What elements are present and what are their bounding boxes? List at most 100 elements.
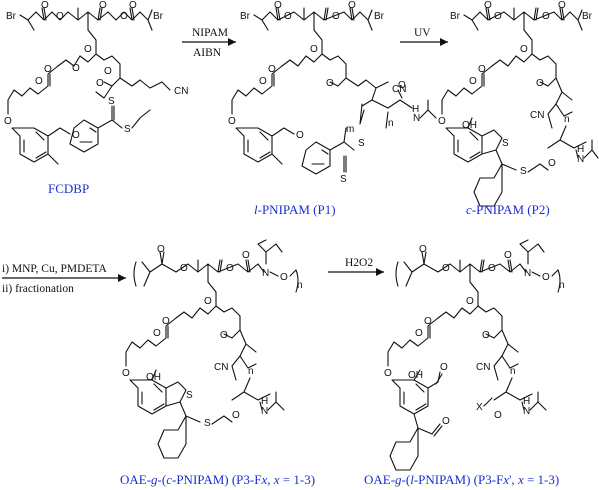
atom-o-5i: O xyxy=(482,330,490,341)
atom-o-1i: O xyxy=(35,76,43,87)
structure-p2: Br O O O O Br O O O O CN n H N O O OH S … xyxy=(438,0,599,217)
label-p3-c: -PNIPAM) (P3-F xyxy=(172,472,261,487)
atom-o-3h: O xyxy=(536,78,544,89)
atom-o-3d: O xyxy=(558,0,566,11)
atom-br-1: Br xyxy=(6,11,17,22)
structure-p3: O O O O N O n O O O O CN n H N O O OH S … xyxy=(120,239,315,487)
atom-cn-3: CN xyxy=(530,110,544,121)
label-p2: c-PNIPAM (P2) xyxy=(466,202,550,217)
structure-fcdbp: Br O O O O O Br O O O O O CN O O O S S F… xyxy=(4,0,188,196)
label-p3-x2: x xyxy=(273,472,280,487)
label-p3p-x: x xyxy=(502,472,509,487)
sub-n-5b: n xyxy=(510,366,516,377)
arrow-head-1 xyxy=(228,38,236,46)
atom-o-1g: O xyxy=(44,64,52,75)
atom-h-4: H xyxy=(261,396,268,407)
atom-cn-2: CN xyxy=(392,84,406,95)
atom-o-2h: O xyxy=(326,78,334,89)
atom-br-2b: Br xyxy=(374,11,385,22)
label-p3p-a: OAE- xyxy=(364,472,395,487)
atom-o-2k: O xyxy=(296,130,304,141)
atom-o-5g: O xyxy=(424,316,432,327)
label-p3-x: x xyxy=(260,472,267,487)
atom-s-4a: S xyxy=(186,390,193,401)
atom-o-2e: O xyxy=(310,44,318,55)
atom-o-5k: O xyxy=(384,368,392,379)
atom-n-3: N xyxy=(577,154,584,165)
atom-cn-5: CN xyxy=(476,362,490,373)
label-p3p-g: g xyxy=(395,472,402,487)
atom-n-5: N xyxy=(524,268,531,279)
atom-o-1b: O xyxy=(56,11,64,22)
atom-o-4h: O xyxy=(153,328,161,339)
atom-o-5m: O xyxy=(442,416,450,427)
atom-o-4c: O xyxy=(157,244,165,255)
atom-h-3: H xyxy=(577,144,584,155)
atom-oh-5: OH xyxy=(408,370,423,381)
atom-o-3a: O xyxy=(494,11,502,22)
atom-o-5c: O xyxy=(419,244,427,255)
arrow-step2: UV xyxy=(400,27,448,46)
atom-s-1a: S xyxy=(124,124,131,135)
atom-cn-4: CN xyxy=(214,362,228,373)
label-p1-rest: -PNIPAM (P1) xyxy=(258,202,336,217)
svg-text:c-PNIPAM (P2): c-PNIPAM (P2) xyxy=(466,202,550,217)
arrow-head-4 xyxy=(376,268,384,276)
atom-o-2d: O xyxy=(348,0,356,11)
atom-o-3e: O xyxy=(520,44,528,55)
atom-o-1a: O xyxy=(41,0,49,11)
label-p1: l-PNIPAM (P1) xyxy=(254,202,336,217)
label-p3p-d: ', xyxy=(509,472,518,487)
atom-o-4g: O xyxy=(162,316,170,327)
atom-o-4k: O xyxy=(122,368,130,379)
atom-o-3b: O xyxy=(542,11,550,22)
atom-s-2a: S xyxy=(358,138,365,149)
sub-n-3: n xyxy=(564,114,570,125)
atom-o-4d: O xyxy=(242,250,250,261)
atom-o-1h: O xyxy=(72,63,80,74)
atom-o-5b: O xyxy=(488,263,496,274)
atom-o-1j: O xyxy=(96,78,104,89)
structure-p1: Br O O O O Br O O O O CN O H N n O O S S… xyxy=(228,0,437,217)
label-p3p-x2: x xyxy=(517,472,524,487)
atom-br-2a: Br xyxy=(240,11,251,22)
atom-o-5e: O xyxy=(542,272,550,283)
atom-o-2j: O xyxy=(228,116,236,127)
label-fcdbp: FCDBP xyxy=(48,181,89,196)
atom-o-3g: O xyxy=(469,76,477,87)
label-p3-g: g xyxy=(151,472,158,487)
atom-o-4b: O xyxy=(226,263,234,274)
svg-text:OAE-g-(c-PNIPAM) (P3-Fx, x = 1: OAE-g-(c-PNIPAM) (P3-Fx, x = 1-3) xyxy=(120,472,315,487)
atom-o-3c: O xyxy=(484,0,492,11)
atom-o-3f: O xyxy=(478,64,486,75)
label-p3p-b: -( xyxy=(402,472,411,487)
label-p3-prime: OAE-g-(l-PNIPAM) (P3-Fx', x = 1-3) xyxy=(364,472,559,487)
atom-n-4: N xyxy=(262,268,269,279)
atom-o-1f: O xyxy=(84,44,92,55)
atom-o-4a: O xyxy=(180,263,188,274)
sub-n-5: n xyxy=(559,280,565,291)
atom-br-1b: Br xyxy=(153,11,164,22)
atom-o-1l: O xyxy=(4,116,12,127)
atom-s-2b: S xyxy=(340,174,347,185)
atom-cn-1: CN xyxy=(174,86,188,97)
sub-n-4b: n xyxy=(248,366,254,377)
svg-text:OAE-g-(l-PNIPAM) (P3-Fx', x =: OAE-g-(l-PNIPAM) (P3-Fx', x = 1-3) xyxy=(364,472,559,487)
label-p2-prefix: c xyxy=(466,202,472,217)
atom-o-5j: O xyxy=(494,410,502,421)
label-p1-prefix: l xyxy=(254,202,258,217)
reagent-h2o2: H2O2 xyxy=(345,257,373,269)
structure-p3-prime: O O O O N O n O O O O CN n H N O X O OH … xyxy=(364,239,565,487)
atom-s-3a: S xyxy=(502,138,509,149)
atom-o-2g: O xyxy=(259,76,267,87)
atom-n-4b: N xyxy=(261,406,268,417)
atom-o-4i: O xyxy=(220,330,228,341)
label-p3p-prefix: l xyxy=(410,472,414,487)
atom-o-1d: O xyxy=(120,11,128,22)
atom-x-5: X xyxy=(476,402,483,413)
atom-o-5l: O xyxy=(440,362,448,373)
reagent-uv: UV xyxy=(414,27,431,39)
sub-n-2: n xyxy=(388,118,394,129)
atom-h-2: H xyxy=(412,104,419,115)
